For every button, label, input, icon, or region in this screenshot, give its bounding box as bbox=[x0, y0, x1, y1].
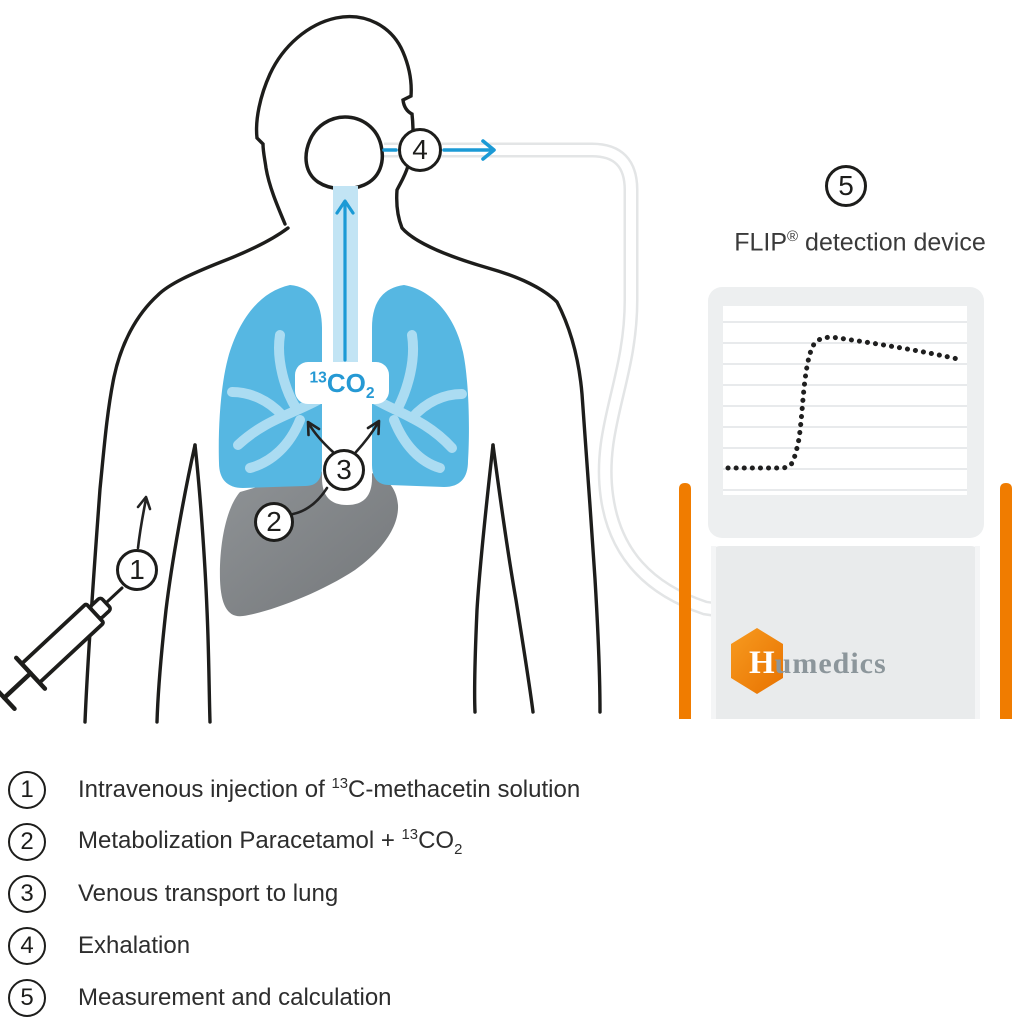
registered-mark: ® bbox=[787, 228, 799, 245]
breath-tube bbox=[384, 142, 762, 624]
syringe-plunger bbox=[2, 670, 33, 701]
syringe bbox=[0, 586, 124, 712]
legend-badge-4: 4 bbox=[8, 927, 46, 965]
mouth-out-arrow bbox=[382, 139, 496, 161]
left-shoulder-arm bbox=[83, 226, 290, 724]
logo-hexagon bbox=[731, 628, 783, 694]
legend-label-1: Intravenous injection of 13C-methacetin … bbox=[78, 776, 581, 803]
legend-row-4: 4 Exhalation bbox=[8, 927, 190, 965]
mouth-shape bbox=[304, 115, 385, 191]
step-connectors bbox=[136, 419, 381, 550]
device-title: FLIP® detection device bbox=[700, 228, 1012, 257]
co2-isotope: 13 bbox=[309, 368, 327, 386]
legend-label-2: Metabolization Paracetamol + 13CO2 bbox=[78, 826, 463, 858]
left-torso-edge bbox=[193, 443, 212, 724]
exhale-arrows bbox=[335, 139, 496, 362]
legend-row-1: 1 Intravenous injection of 13C-methaceti… bbox=[8, 771, 580, 809]
marker-5: 5 bbox=[825, 165, 867, 207]
right-orange-bar bbox=[1000, 483, 1012, 719]
co2-label: 13CO2 bbox=[295, 362, 389, 404]
marker-2: 2 bbox=[254, 502, 294, 542]
marker-1: 1 bbox=[116, 549, 158, 591]
logo-rest: umedics bbox=[774, 647, 887, 680]
trachea-up-arrow bbox=[335, 199, 355, 362]
legend-row-5: 5 Measurement and calculation bbox=[8, 979, 392, 1017]
lungs bbox=[218, 285, 469, 488]
screen-dotted-curve bbox=[725, 334, 965, 471]
co2-main: CO bbox=[326, 367, 366, 398]
marker-3: 3 bbox=[323, 449, 365, 491]
transport-arrow-right bbox=[354, 419, 381, 454]
legend-label-4: Exhalation bbox=[78, 932, 191, 959]
legend-badge-5: 5 bbox=[8, 979, 46, 1017]
legend-label-5: Measurement and calculation bbox=[78, 984, 392, 1011]
logo-wordmark: Humedics bbox=[749, 645, 887, 682]
co2-subscript: 2 bbox=[365, 384, 375, 402]
legend-row-2: 2 Metabolization Paracetamol + 13CO2 bbox=[8, 823, 462, 861]
logo-initial: H bbox=[749, 645, 775, 681]
transport-arrow-left bbox=[306, 420, 335, 454]
liver bbox=[219, 469, 399, 617]
device-side-bars bbox=[679, 483, 1012, 719]
legend-badge-1: 1 bbox=[8, 771, 46, 809]
syringe-plunger-cap bbox=[0, 684, 17, 712]
legend-badge-3: 3 bbox=[8, 875, 46, 913]
legend-row-3: 3 Venous transport to lung bbox=[8, 875, 338, 913]
legend-label-3: Venous transport to lung bbox=[78, 880, 339, 907]
left-armpit-inner-arm bbox=[155, 443, 197, 724]
device-lower-right-edge bbox=[975, 546, 980, 719]
device-title-rest: detection device bbox=[798, 228, 986, 257]
liver-to-lung-connector bbox=[291, 486, 329, 516]
device-lower-left-edge bbox=[711, 546, 716, 719]
device-title-name: FLIP bbox=[734, 228, 788, 257]
legend-badge-2: 2 bbox=[8, 823, 46, 861]
bronchi bbox=[227, 330, 467, 473]
marker-4: 4 bbox=[398, 128, 442, 172]
injection-arrow bbox=[136, 495, 152, 550]
left-orange-bar bbox=[679, 483, 691, 719]
syringe-needle bbox=[104, 586, 124, 605]
right-torso-edge bbox=[472, 443, 495, 714]
detection-device bbox=[679, 287, 1012, 719]
right-armpit-inner-arm bbox=[491, 443, 535, 714]
syringe-barrel bbox=[20, 602, 105, 684]
screen-gridlines bbox=[723, 321, 967, 491]
